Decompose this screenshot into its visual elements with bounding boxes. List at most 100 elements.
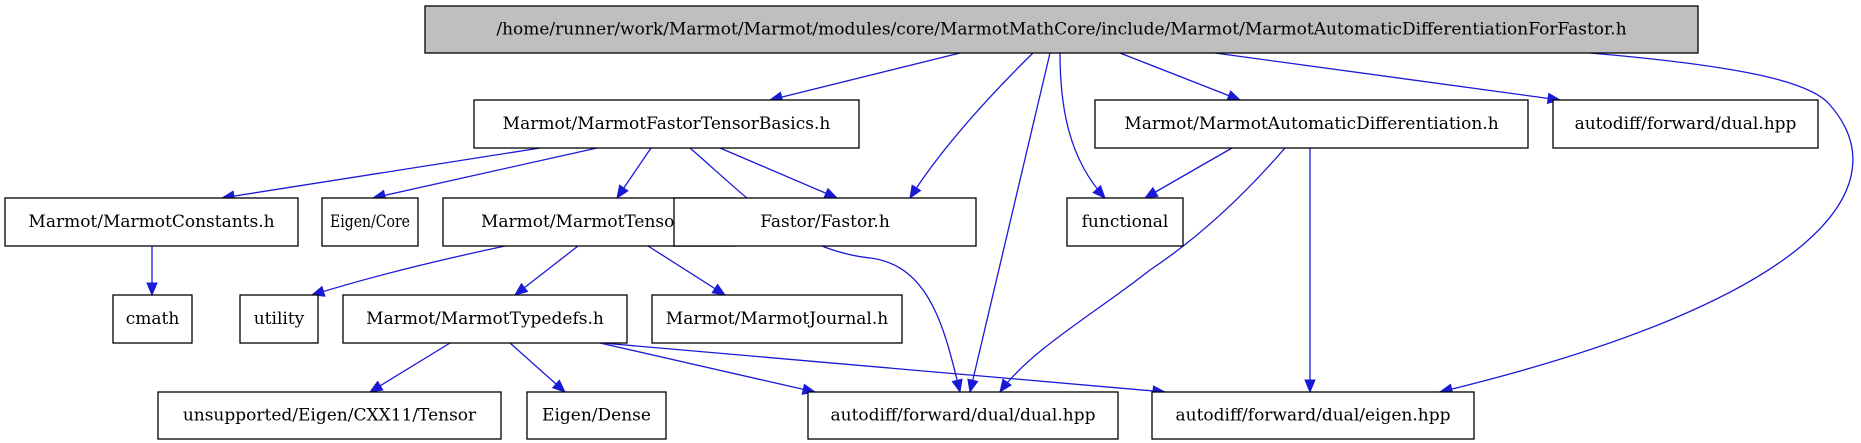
- edge-line: [369, 342, 451, 393]
- node-cmath[interactable]: cmath: [112, 294, 193, 344]
- arrowhead: [909, 184, 922, 200]
- edge-typedefs-to-eigen_tensor: [368, 342, 451, 393]
- node-label: Marmot/MarmotConstants.h: [28, 212, 274, 232]
- node-label: utility: [254, 309, 305, 329]
- node-eigen_core[interactable]: Eigen/Core: [321, 197, 419, 247]
- node-label: Marmot/MarmotFastorTensorBasics.h: [503, 114, 831, 134]
- edge-line: [601, 342, 1166, 393]
- node-label: autodiff/forward/dual.hpp: [1575, 114, 1797, 134]
- arrowhead: [1143, 186, 1159, 199]
- edge-fastor_basics-to-fastor: [719, 147, 839, 199]
- edge-typedefs-to-dual_eigen: [601, 342, 1167, 397]
- edge-line: [1119, 52, 1241, 101]
- node-box: [1552, 99, 1819, 149]
- node-box: [807, 391, 1119, 440]
- edge-tensor-to-journal: [647, 245, 727, 296]
- edge-line: [999, 147, 1286, 393]
- node-box: [4, 197, 299, 247]
- arrowhead: [146, 282, 158, 297]
- node-eigen_dense[interactable]: Eigen/Dense: [526, 391, 667, 440]
- arrowhead: [999, 378, 1012, 394]
- edge-line: [1439, 52, 1854, 393]
- node-label: functional: [1082, 212, 1169, 232]
- edge-tensor-to-utility: [310, 245, 506, 297]
- edge-root-to-ad: [1119, 52, 1242, 101]
- node-label: /home/runner/work/Marmot/Marmot/modules/…: [496, 20, 1626, 40]
- node-fastor_basics[interactable]: Marmot/MarmotFastorTensorBasics.h: [473, 99, 860, 149]
- edge-fastor_basics-to-dual_dual: [689, 147, 963, 394]
- arrowhead: [1092, 184, 1106, 199]
- node-label: Eigen/Dense: [542, 406, 651, 426]
- edge-fastor_basics-to-tensor: [616, 147, 652, 200]
- node-box: [321, 197, 419, 247]
- node-label: unsupported/Eigen/CXX11/Tensor: [183, 406, 477, 426]
- edge-line: [311, 245, 506, 296]
- arrowhead: [368, 380, 384, 393]
- edge-root-to-fastor: [909, 52, 1034, 200]
- arrowhead: [1226, 90, 1242, 101]
- node-eigen_tensor[interactable]: unsupported/Eigen/CXX11/Tensor: [157, 391, 502, 440]
- node-box: [651, 294, 903, 344]
- edge-ad-to-functional: [1143, 147, 1233, 199]
- node-box: [526, 391, 667, 440]
- node-fastor[interactable]: Fastor/Fastor.h: [673, 197, 977, 247]
- node-label: Marmot/MarmotJournal.h: [666, 309, 888, 329]
- edge-line: [599, 342, 816, 393]
- edge-line: [689, 147, 961, 393]
- nodes-layer: /home/runner/work/Marmot/Marmot/modules/…: [4, 5, 1819, 440]
- arrowhead: [823, 187, 839, 199]
- node-box: [673, 197, 977, 247]
- arrowhead: [967, 378, 979, 394]
- node-dual_dual[interactable]: autodiff/forward/dual/dual.hpp: [807, 391, 1119, 440]
- node-typedefs[interactable]: Marmot/MarmotTypedefs.h: [342, 294, 628, 344]
- edge-line: [769, 52, 961, 101]
- arrowhead: [711, 283, 727, 296]
- node-label: cmath: [126, 309, 180, 329]
- node-label: Marmot/MarmotTypedefs.h: [366, 309, 604, 329]
- arrowhead: [1304, 379, 1316, 394]
- edge-line: [969, 52, 1051, 393]
- node-constants[interactable]: Marmot/MarmotConstants.h: [4, 197, 299, 247]
- edge-root-to-dual_dual: [967, 52, 1051, 394]
- edge-line: [1214, 52, 1561, 101]
- node-box: [239, 294, 319, 344]
- edge-line: [719, 147, 838, 199]
- node-root[interactable]: /home/runner/work/Marmot/Marmot/modules/…: [424, 5, 1699, 54]
- node-ad_dual_hpp[interactable]: autodiff/forward/dual.hpp: [1552, 99, 1819, 149]
- node-box: [1151, 391, 1475, 440]
- node-ad[interactable]: Marmot/MarmotAutomaticDifferentiation.h: [1094, 99, 1529, 149]
- edge-ad-to-dual_eigen: [1304, 148, 1316, 394]
- node-box: [1066, 197, 1184, 247]
- node-label: Marmot/MarmotTensor.h: [481, 212, 697, 232]
- node-label: Fastor/Fastor.h: [760, 212, 890, 232]
- edge-line: [909, 52, 1034, 199]
- node-box: [473, 99, 860, 149]
- node-utility[interactable]: utility: [239, 294, 319, 344]
- arrowhead: [551, 379, 566, 393]
- edge-typedefs-to-dual_dual: [599, 342, 817, 395]
- arrowhead: [513, 282, 529, 296]
- edges-layer: [146, 52, 1854, 397]
- node-label: Eigen/Core: [330, 212, 410, 232]
- edge-root-to-functional: [1059, 52, 1106, 199]
- node-journal[interactable]: Marmot/MarmotJournal.h: [651, 294, 903, 344]
- edge-typedefs-to-eigen_dense: [509, 342, 566, 393]
- edge-line: [1059, 52, 1106, 199]
- node-label: autodiff/forward/dual/eigen.hpp: [1176, 406, 1451, 426]
- edge-constants-to-cmath: [146, 246, 158, 297]
- node-box: [112, 294, 193, 344]
- edge-tensor-to-typedefs: [513, 245, 579, 296]
- node-functional[interactable]: functional: [1066, 197, 1184, 247]
- node-dual_eigen[interactable]: autodiff/forward/dual/eigen.hpp: [1151, 391, 1475, 440]
- arrowhead: [616, 184, 629, 200]
- node-box: [157, 391, 502, 440]
- node-box: [1094, 99, 1529, 149]
- edge-line: [514, 245, 579, 296]
- node-box: [342, 294, 628, 344]
- node-label: Marmot/MarmotAutomaticDifferentiation.h: [1124, 114, 1498, 134]
- edge-line: [647, 245, 726, 296]
- arrowhead: [951, 378, 963, 394]
- edge-line: [221, 147, 541, 199]
- node-label: autodiff/forward/dual/dual.hpp: [830, 406, 1095, 426]
